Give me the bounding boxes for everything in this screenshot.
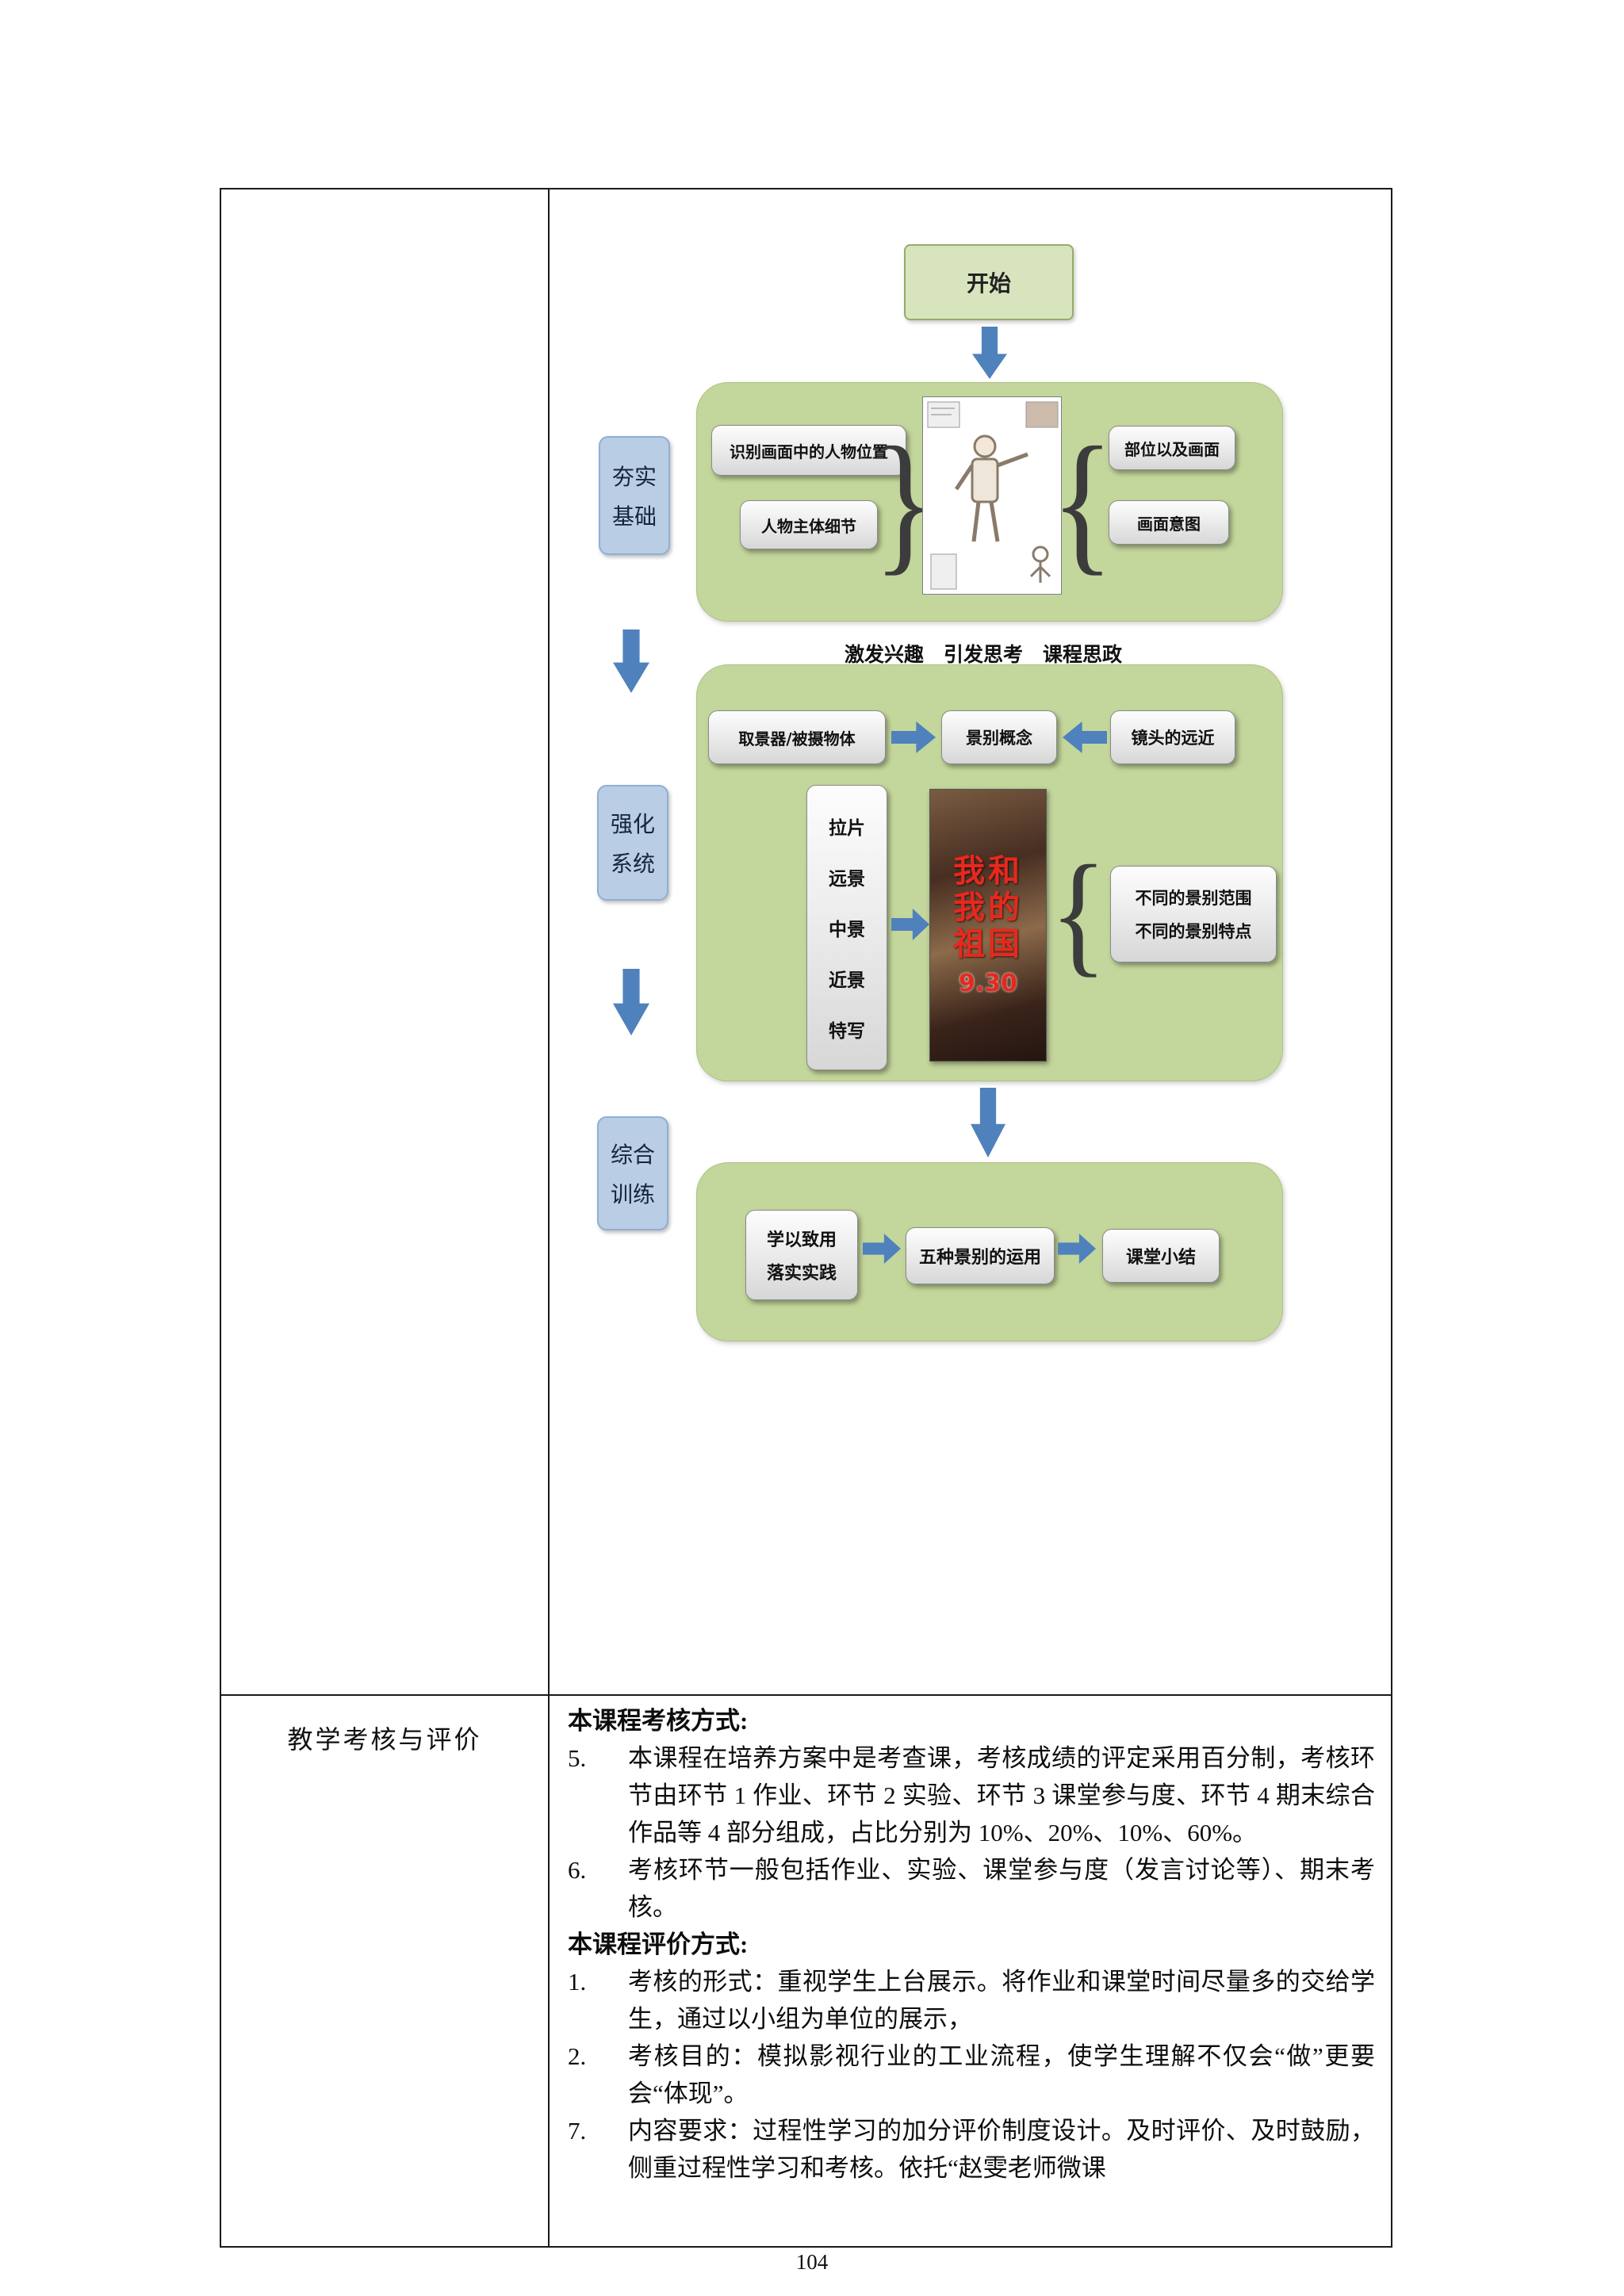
item-number: 2. xyxy=(568,2042,587,2070)
shot-type: 远景 xyxy=(829,869,865,890)
table-column-divider xyxy=(548,189,550,2246)
content-table: 教学考核与评价 本课程考核方式: 5. 本课程在培养方案中是考查课，考核成绩的评… xyxy=(220,188,1392,2248)
shot-type: 拉片 xyxy=(829,818,865,839)
identify-position-box: 识别画面中的人物位置 xyxy=(711,425,906,476)
apply-shots-box: 五种景别的运用 xyxy=(906,1227,1055,1284)
box-label: 取景器/被摄物体 xyxy=(738,729,856,748)
item-text: 内容要求：过程性学习的加分评价制度设计。及时评价、及时鼓励，侧重过程性学习和考核… xyxy=(628,2117,1375,2182)
box-label: 不同的景别范围 xyxy=(1135,889,1252,908)
shot-type: 近景 xyxy=(829,970,865,991)
list-item: 2. 考核目的：模拟影视行业的工业流程，使学生理解不仅会“做”更要会“体现”。 xyxy=(568,2038,1375,2112)
box-label: 人物主体细节 xyxy=(761,516,856,536)
poster-date: 9.30 xyxy=(958,969,1018,997)
subject-detail-box: 人物主体细节 xyxy=(740,500,878,549)
parts-picture-box: 部位以及画面 xyxy=(1109,426,1235,470)
stage-line: 训练 xyxy=(610,1181,655,1207)
list-item: 7. 内容要求：过程性学习的加分评价制度设计。及时评价、及时鼓励，侧重过程性学习… xyxy=(568,2112,1375,2187)
movie-poster: 我和 我的 祖国 9.30 xyxy=(929,789,1047,1062)
table-row-divider xyxy=(221,1694,1391,1696)
box-label: 学以致用 xyxy=(766,1230,837,1250)
flowchart-start-box: 开始 xyxy=(904,244,1074,320)
class-summary-box: 课堂小结 xyxy=(1102,1229,1220,1283)
viewfinder-box: 取景器/被摄物体 xyxy=(708,710,886,764)
poster-title: 我的 xyxy=(953,889,1023,926)
figure-diagram xyxy=(922,396,1062,595)
box-label: 不同的景别特点 xyxy=(1135,922,1252,941)
exam-method-heading: 本课程考核方式: xyxy=(568,1707,749,1735)
stage-line: 综合 xyxy=(610,1142,655,1168)
box-label: 景别概念 xyxy=(966,729,1032,748)
stage-box-foundation: 夯实 基础 xyxy=(599,436,670,555)
box-label: 五种景别的运用 xyxy=(918,1248,1041,1268)
shot-type: 中景 xyxy=(829,920,865,940)
list-item: 5. 本课程在培养方案中是考查课，考核成绩的评定采用百分制，考核环节由环节 1 … xyxy=(568,1739,1375,1851)
row-header-assessment: 教学考核与评价 xyxy=(287,1725,482,1754)
poster-title: 祖国 xyxy=(953,925,1023,962)
box-label: 镜头的远近 xyxy=(1131,729,1215,748)
item-number: 5. xyxy=(568,1744,587,1772)
stage-line: 强化 xyxy=(610,811,655,837)
shot-type-list-box: 拉片 远景 中景 近景 特写 xyxy=(806,785,887,1070)
item-text: 考核的形式：重视学生上台展示。将作业和课堂时间尽量多的交给学生，通过以小组为单位… xyxy=(628,1968,1375,2033)
practice-box: 学以致用 落实实践 xyxy=(745,1210,858,1300)
item-number: 1. xyxy=(568,1968,587,1996)
item-text: 考核环节一般包括作业、实验、课堂参与度（发言讨论等）、期末考核。 xyxy=(628,1856,1375,1921)
box-label: 课堂小结 xyxy=(1125,1248,1196,1268)
item-number: 6. xyxy=(568,1856,587,1884)
figure-sketch-icon xyxy=(927,401,1059,590)
poster-title: 我和 xyxy=(953,852,1023,890)
stage-line: 基础 xyxy=(611,503,657,530)
list-item: 1. 考核的形式：重视学生上台展示。将作业和课堂时间尽量多的交给学生，通过以小组… xyxy=(568,1963,1375,2038)
start-label: 开始 xyxy=(966,270,1011,297)
brace-open-icon: { xyxy=(1051,414,1114,588)
item-text: 考核目的：模拟影视行业的工业流程，使学生理解不仅会“做”更要会“体现”。 xyxy=(628,2042,1375,2107)
box-label: 识别画面中的人物位置 xyxy=(730,442,888,461)
eval-method-heading: 本课程评价方式: xyxy=(568,1931,749,1958)
item-text: 本课程在培养方案中是考查课，考核成绩的评定采用百分制，考核环节由环节 1 作业、… xyxy=(628,1744,1375,1846)
box-label: 落实实践 xyxy=(766,1264,837,1284)
stage-box-strengthen: 强化 系统 xyxy=(597,785,668,901)
stage-box-training: 综合 训练 xyxy=(597,1116,668,1230)
assessment-section: 本课程考核方式: 5. 本课程在培养方案中是考查课，考核成绩的评定采用百分制，考… xyxy=(568,1702,1375,2187)
box-label: 部位以及画面 xyxy=(1124,439,1220,459)
shot-type: 特写 xyxy=(829,1021,865,1042)
shot-concept-box: 景别概念 xyxy=(941,710,1057,764)
brace-open-icon: { xyxy=(1050,837,1107,989)
lens-distance-box: 镜头的远近 xyxy=(1110,710,1235,764)
stage-line: 系统 xyxy=(610,851,655,877)
shot-difference-box: 不同的景别范围 不同的景别特点 xyxy=(1110,866,1277,962)
item-number: 7. xyxy=(568,2117,587,2145)
stage-line: 夯实 xyxy=(611,464,657,490)
list-item: 6. 考核环节一般包括作业、实验、课堂参与度（发言讨论等）、期末考核。 xyxy=(568,1851,1375,1926)
picture-intent-box: 画面意图 xyxy=(1109,500,1229,545)
box-label: 画面意图 xyxy=(1137,514,1201,534)
section-caption: 激发兴趣 引发思考 课程思政 xyxy=(844,643,1122,666)
page-number: 104 xyxy=(795,2250,829,2274)
